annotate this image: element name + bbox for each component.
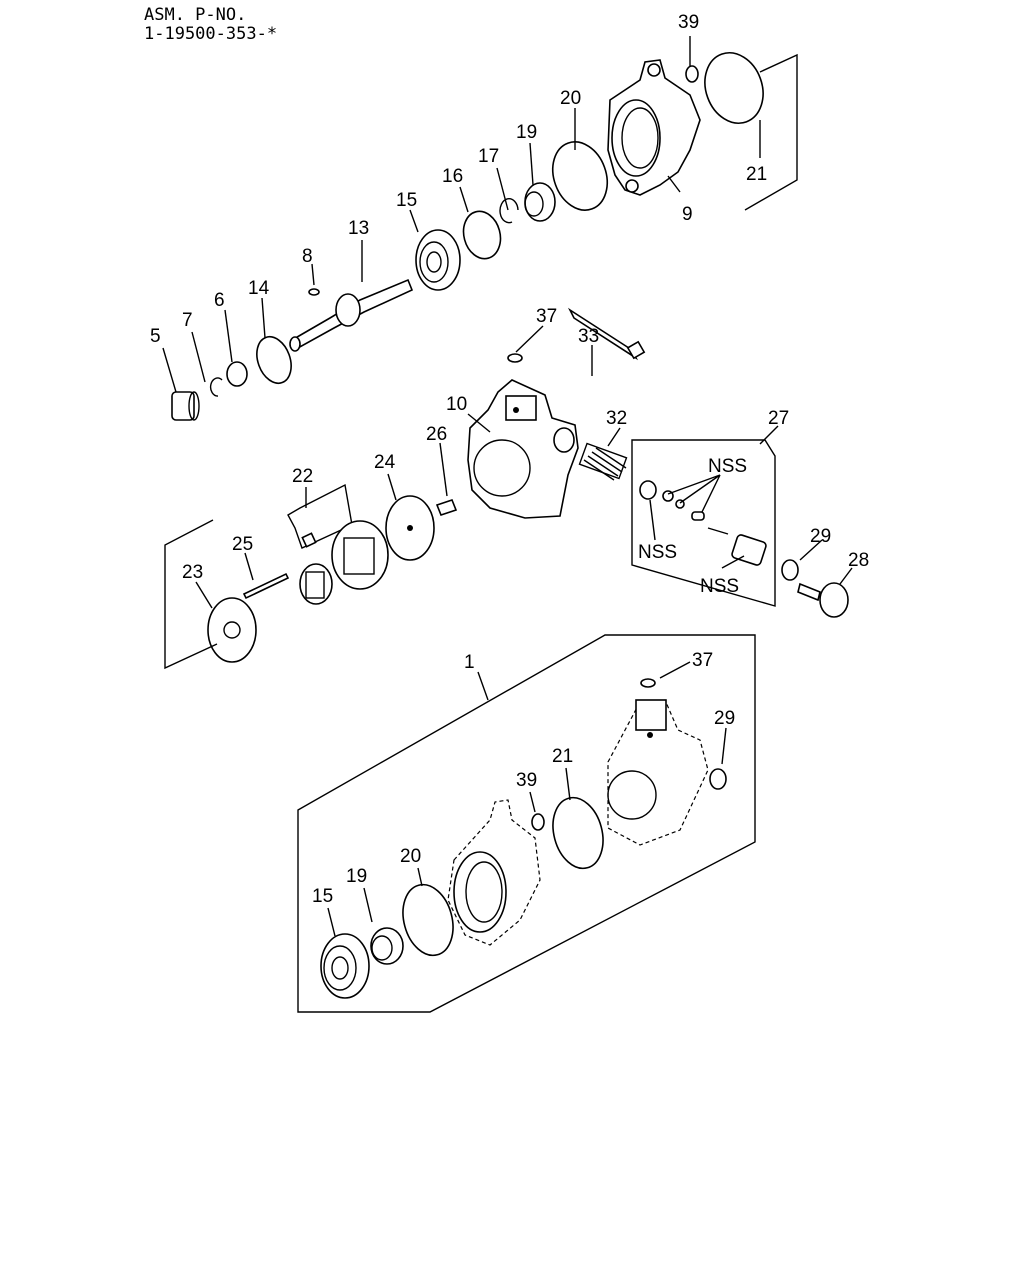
- callout-6: 6: [214, 290, 225, 311]
- callout-9: 9: [682, 204, 693, 225]
- housing-part-kit-lower[interactable]: [607, 699, 709, 846]
- screw-part-26[interactable]: [435, 499, 458, 516]
- washer-part-6[interactable]: [226, 361, 248, 387]
- o-ring-part-29-kit[interactable]: [709, 768, 727, 790]
- rotor-part-22[interactable]: [299, 563, 333, 605]
- callout-29-kit: 29: [714, 708, 735, 729]
- callout-10: 10: [446, 394, 467, 415]
- valve-kit-box-part-27: [631, 439, 776, 607]
- leader-lines: [162, 36, 853, 937]
- o-ring-part-21-kit[interactable]: [546, 792, 611, 874]
- body-part-10[interactable]: [467, 379, 579, 519]
- callout-20-upper: 20: [560, 88, 581, 109]
- assembly-part-number: 1-19500-353-*: [144, 24, 277, 44]
- callout-17: 17: [478, 146, 499, 167]
- o-ring-part-20-kit[interactable]: [396, 879, 461, 961]
- side-plate-part-23[interactable]: [207, 597, 257, 663]
- callout-26: 26: [426, 424, 447, 445]
- assembly-part-label: ASM. P-NO.: [144, 5, 246, 25]
- callout-14: 14: [248, 278, 270, 299]
- o-ring-part-20[interactable]: [544, 134, 617, 218]
- callout-20-kit: 20: [400, 846, 421, 867]
- snap-ring-part-14[interactable]: [251, 332, 297, 388]
- oil-seal-part-19-kit[interactable]: [370, 927, 404, 965]
- nut-part-5[interactable]: [171, 391, 200, 421]
- lower-left-bracket: [164, 519, 218, 670]
- valve-parts-nss[interactable]: [639, 480, 767, 566]
- callout-39-upper: 39: [678, 12, 699, 33]
- callout-7: 7: [182, 310, 193, 331]
- callout-19-upper: 19: [516, 122, 537, 143]
- callout-5: 5: [150, 326, 161, 347]
- washer-part-16[interactable]: [458, 207, 505, 263]
- callout-1: 1: [464, 652, 475, 673]
- o-ring-part-39[interactable]: [685, 65, 699, 83]
- callout-21-kit: 21: [552, 746, 573, 767]
- plate-part-24[interactable]: [385, 495, 435, 561]
- callout-8: 8: [302, 246, 313, 267]
- spring-part-32[interactable]: [578, 442, 628, 481]
- callout-39-kit: 39: [516, 770, 537, 791]
- callout-33: 33: [578, 326, 599, 347]
- callout-22: 22: [292, 466, 313, 487]
- callout-27: 27: [768, 408, 789, 429]
- clip-part-7[interactable]: [209, 377, 223, 397]
- o-ring-part-37-kit[interactable]: [640, 678, 656, 688]
- o-ring-part-21[interactable]: [695, 45, 772, 132]
- nss-leader-lines: [667, 474, 721, 513]
- oil-seal-part-19[interactable]: [524, 182, 556, 222]
- callout-37-kit: 37: [692, 650, 713, 671]
- bearing-part-15-upper[interactable]: [415, 229, 461, 291]
- callout-29-upper: 29: [810, 526, 831, 547]
- bolt-part-33[interactable]: [567, 307, 646, 361]
- plug-part-28[interactable]: [797, 582, 849, 618]
- callout-15-upper: 15: [396, 190, 417, 211]
- callout-32: 32: [606, 408, 627, 429]
- vane-part-22[interactable]: [301, 532, 317, 548]
- callout-28: 28: [848, 550, 869, 571]
- pin-part-25[interactable]: [242, 572, 290, 600]
- bearing-part-15-kit[interactable]: [320, 933, 370, 999]
- callout-25: 25: [232, 534, 253, 555]
- callout-24: 24: [374, 452, 396, 473]
- o-ring-part-37-upper[interactable]: [507, 353, 523, 363]
- label-nss-lower: NSS: [700, 576, 739, 597]
- o-ring-part-29-upper[interactable]: [781, 559, 799, 581]
- callout-23: 23: [182, 562, 203, 583]
- upper-group-bracket: [744, 53, 798, 211]
- callout-21-upper: 21: [746, 164, 767, 185]
- o-ring-part-39-kit[interactable]: [531, 813, 545, 831]
- callout-37-upper: 37: [536, 306, 557, 327]
- snap-ring-part-17[interactable]: [499, 198, 519, 224]
- callout-16: 16: [442, 166, 463, 187]
- label-nss-upper: NSS: [708, 456, 747, 477]
- shaft-part-13[interactable]: [289, 278, 414, 352]
- kit-box-part-1: [297, 634, 756, 1013]
- front-housing-part-9[interactable]: [607, 59, 701, 196]
- key-part-8[interactable]: [308, 288, 320, 296]
- callout-15-kit: 15: [312, 886, 333, 907]
- callout-19-kit: 19: [346, 866, 367, 887]
- callout-13: 13: [348, 218, 369, 239]
- front-housing-kit[interactable]: [447, 799, 541, 946]
- cam-ring-part-22[interactable]: [331, 520, 389, 590]
- label-nss-left: NSS: [638, 542, 677, 563]
